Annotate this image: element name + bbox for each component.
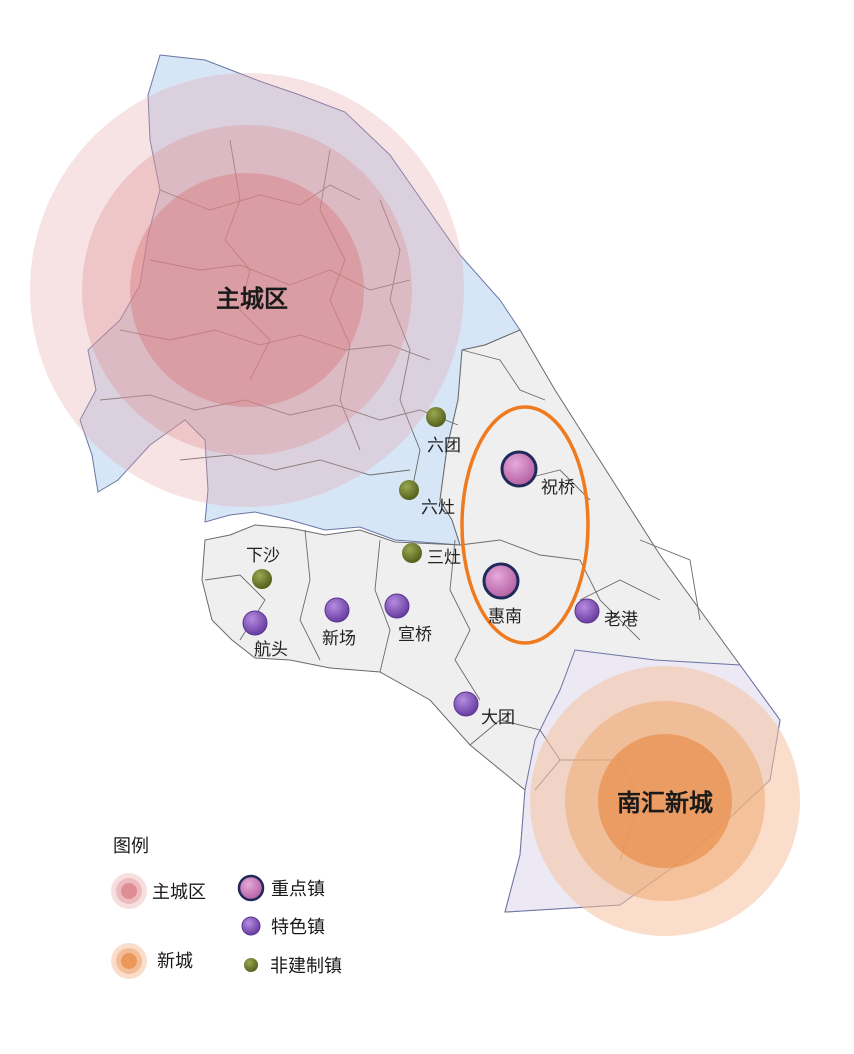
key-town-dot-icon: [237, 874, 265, 902]
legend-item-new-city: 新城: [111, 943, 193, 979]
main-city-core: [130, 173, 364, 407]
legend-item-main-city: 主城区: [111, 873, 206, 909]
new-city-core: [598, 734, 732, 868]
featured-town-dot-icon: [242, 610, 268, 636]
legend: 图例 主城区 重点镇 特色镇 新城 非建制镇: [111, 836, 342, 979]
town-label: 下沙: [246, 546, 280, 566]
town-label: 祝桥: [541, 478, 575, 498]
town-label: 新场: [322, 629, 356, 649]
featured-town-dot-icon: [384, 593, 410, 619]
town-hangtou: 航头: [242, 610, 288, 660]
legend-label: 特色镇: [271, 917, 325, 938]
main-city-outer-ring: [30, 73, 464, 507]
town-label: 六灶: [421, 498, 455, 518]
legend-label: 新城: [157, 951, 193, 972]
key-town-dot-icon: [500, 450, 538, 488]
town-xiasha: 下沙: [246, 546, 280, 589]
town-liutuan: 六团: [426, 407, 461, 456]
non-established-town-dot-icon: [399, 480, 419, 500]
urban-district-land: [79, 54, 521, 546]
town-label: 老港: [604, 610, 638, 630]
town-label: 三灶: [427, 548, 461, 568]
legend-item-key-town: 重点镇: [237, 874, 325, 902]
featured-town-dot-icon: [324, 597, 350, 623]
town-zhuqiao: 祝桥: [500, 450, 575, 498]
legend-label: 非建制镇: [270, 956, 342, 977]
main-city-label: 主城区: [216, 285, 288, 313]
town-sanzao: 三灶: [402, 543, 461, 568]
town-label: 大团: [481, 708, 515, 728]
town-xinchang: 新场: [322, 597, 356, 649]
main-city-middle-ring: [82, 125, 412, 455]
legend-label: 主城区: [152, 882, 206, 903]
town-laogang: 老港: [574, 598, 638, 630]
featured-town-dot-icon: [241, 916, 261, 936]
town-xuanqiao: 宣桥: [384, 593, 432, 645]
main-city-zone: 主城区: [30, 73, 464, 507]
legend-label: 重点镇: [271, 879, 325, 900]
non-established-town-dot-icon: [426, 407, 446, 427]
town-markers: 祝桥 惠南 老港 航头 新场 宣桥 大团 六团: [242, 407, 638, 728]
town-liuzao: 六灶: [399, 480, 455, 518]
non-established-town-dot-icon: [244, 958, 258, 972]
legend-item-featured-town: 特色镇: [241, 916, 325, 938]
town-label: 宣桥: [398, 625, 432, 645]
town-datuan: 大团: [453, 691, 515, 728]
highlight-ellipse: [460, 405, 590, 645]
featured-town-dot-icon: [574, 598, 600, 624]
legend-title: 图例: [113, 836, 149, 857]
non-established-town-dot-icon: [252, 569, 272, 589]
featured-town-dot-icon: [453, 691, 479, 717]
new-city-zone: 南汇新城: [530, 666, 800, 936]
town-label: 惠南: [488, 607, 522, 627]
town-huinan: 惠南: [482, 562, 522, 627]
new-city-label: 南汇新城: [617, 789, 713, 817]
legend-item-non-established-town: 非建制镇: [244, 956, 342, 977]
town-label: 航头: [254, 640, 288, 660]
key-town-dot-icon: [482, 562, 520, 600]
district-boundaries: [99, 139, 701, 861]
town-label: 六团: [427, 436, 461, 456]
non-established-town-dot-icon: [402, 543, 422, 563]
